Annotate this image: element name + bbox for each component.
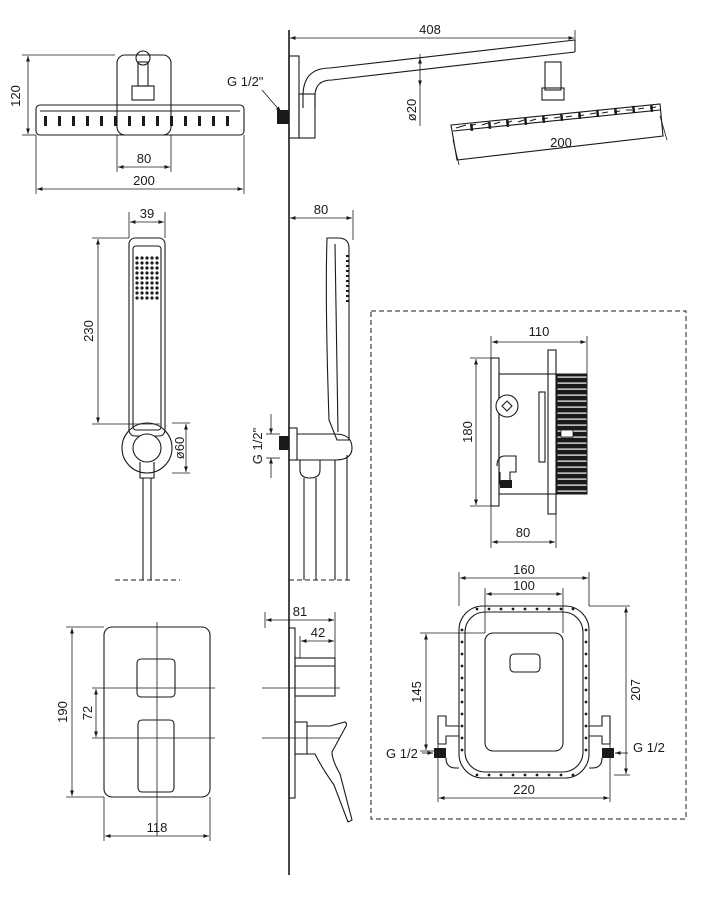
box-side-view: 110 180 80	[460, 324, 588, 548]
arm-length-label: 408	[419, 22, 441, 37]
arm-head-width-label: 200	[550, 135, 572, 150]
arm-nozzle-row	[470, 104, 654, 131]
mixer-side-view: 81 42	[262, 604, 353, 823]
hand-shower-thread-label: G 1/2"	[250, 427, 265, 464]
box-height-label: 180	[460, 421, 475, 443]
holder-diameter-label: ø60	[172, 437, 187, 459]
overhead-width-label: 200	[133, 173, 155, 188]
overhead-bracket-width-label: 80	[137, 151, 151, 166]
arm-diameter-label: ø20	[404, 99, 419, 121]
box-thread-left-label: G 1/2	[386, 746, 418, 761]
mixer-height-label: 190	[55, 701, 70, 723]
shower-arm-side-view: G 1/2" 408 ø20 200	[227, 22, 668, 166]
mixer-depth-label: 81	[293, 604, 307, 619]
arm-thread-label: G 1/2"	[227, 74, 264, 89]
overhead-height-label: 120	[8, 85, 23, 107]
overhead-shower-front-view: 120 80 200	[8, 50, 245, 194]
box-width-label: 110	[529, 324, 550, 339]
box-inner-width-label: 100	[513, 578, 535, 593]
box-thread-right-label: G 1/2	[633, 740, 665, 755]
hand-shower-projection-label: 80	[314, 202, 328, 217]
nozzle-row	[44, 116, 229, 126]
box-front-view: 160 100 145 207 220 G 1/2 G 1/2	[386, 562, 665, 802]
hand-shower-length-label: 230	[81, 320, 96, 342]
box-screw-holes	[460, 607, 588, 777]
concealed-box-panel: 110 180 80	[370, 310, 687, 820]
box-outer-width-label: 160	[513, 562, 535, 577]
mixer-axis-distance-label: 72	[80, 706, 95, 720]
box-inner-height-label: 145	[409, 681, 424, 703]
hand-shower-width-label: 39	[140, 206, 154, 221]
hand-shower-front-view: 39 230 ø60	[81, 206, 190, 581]
mixer-front-view: 190 72 118	[55, 622, 215, 841]
mixer-handle-depth-label: 42	[311, 625, 325, 640]
hand-shower-side-view: 80 G 1/2"	[250, 202, 354, 581]
box-depth-label: 80	[516, 525, 530, 540]
hand-shower-nozzle-grid	[135, 256, 159, 300]
box-mounting-width-label: 220	[513, 782, 535, 797]
mixer-width-label: 118	[147, 820, 168, 835]
box-outer-height-label: 207	[628, 679, 643, 701]
